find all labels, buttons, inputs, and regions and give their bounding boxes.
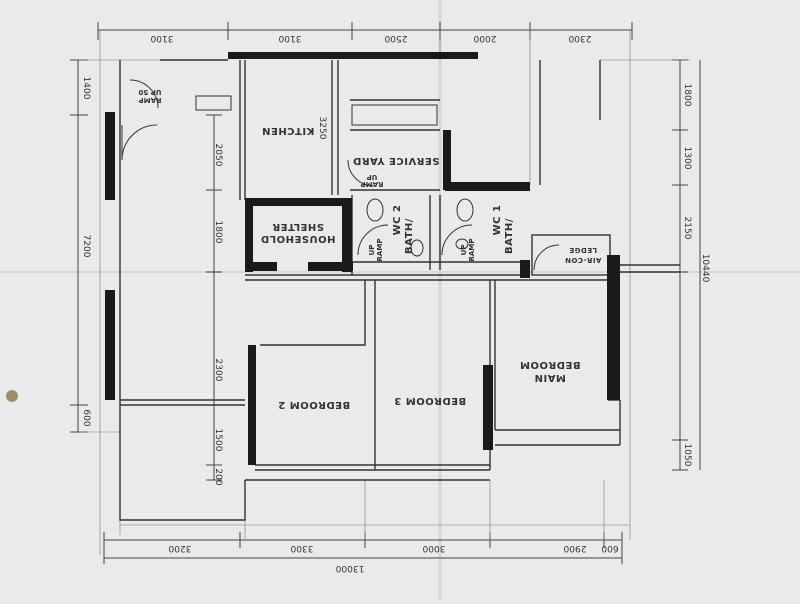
dim-left-1: 1400	[81, 77, 91, 100]
toilet-wc2	[366, 198, 384, 222]
dim-bottom-3: 3000	[422, 543, 445, 553]
room-aircon-2: LEDGE	[569, 246, 597, 254]
ramp-bath2-1: RAMP	[376, 239, 384, 262]
room-bedroom-3: BEDROOM 3	[394, 395, 466, 406]
top-dimensions: 3100 3100 2500 2000 2300	[150, 33, 591, 43]
ramp-bath1-1: RAMP	[468, 239, 476, 262]
dim-total: 13000	[335, 563, 364, 573]
dim-top-2: 3100	[278, 33, 301, 43]
dim-left-3: 600	[81, 409, 91, 426]
dim-inner-3: 2300	[213, 359, 223, 382]
dim-left-2: 7200	[81, 235, 91, 258]
dim-inner-5: 200	[213, 468, 223, 485]
room-bath-wc2-2: WC 2	[392, 205, 403, 236]
ramp-bath1-2: UP	[460, 245, 468, 256]
room-kitchen: KITCHEN	[262, 125, 315, 136]
thin-walls	[119, 59, 680, 521]
room-household-shelter-2: SHELTER	[272, 221, 324, 232]
toilet-wc1	[456, 198, 474, 222]
ramp-labels: RAMP UP 50 RAMP UP RAMP UP RAMP UP	[138, 88, 476, 261]
dim-bottom-2: 3300	[290, 543, 313, 553]
dim-top-4: 2000	[473, 33, 496, 43]
ramp-entrance-1: RAMP	[139, 96, 162, 104]
ramp-entrance-2: UP 50	[138, 88, 161, 96]
ramp-service-yard-2: UP	[367, 173, 378, 181]
fixtures	[351, 104, 474, 257]
dim-top-1: 3100	[150, 33, 173, 43]
left-dimensions: 1400 7200 600 2050 1800 2300 1500 200	[81, 77, 223, 486]
basin-wc1	[455, 238, 469, 250]
dim-right-1: 1800	[682, 84, 692, 107]
dimension-lines	[70, 22, 701, 564]
room-bath-wc2-1: BATH/	[404, 218, 415, 254]
dim-bottom-1: 3200	[168, 543, 191, 553]
ramp-service-yard-1: RAMP	[361, 180, 384, 188]
dim-right-2: 1300	[682, 147, 692, 170]
thick-walls	[105, 52, 620, 465]
dim-overall-right: 10440	[700, 254, 710, 283]
bottom-dimensions: 3200 3300 3000 2900 600 13000	[168, 543, 618, 573]
room-bedroom-2: BEDROOM 2	[278, 399, 350, 410]
dim-top-3: 2500	[384, 33, 407, 43]
room-service-yard: SERVICE YARD	[353, 155, 440, 166]
dim-top-5: 2300	[568, 33, 591, 43]
dim-kitchen: 3250	[317, 117, 327, 140]
right-dimensions: 1800 1300 2150 1050 10440 3250	[317, 84, 710, 467]
room-household-shelter-1: HOUSEHOLD	[260, 233, 335, 244]
ramp-bath2-2: UP	[368, 245, 376, 256]
room-aircon-1: AIR-CON	[565, 256, 602, 264]
punch-hole	[6, 390, 18, 402]
room-bath-wc1-2: WC 1	[492, 205, 503, 236]
dim-inner-4: 1500	[213, 429, 223, 452]
dim-right-4: 1050	[682, 444, 692, 467]
basin-wc2	[410, 239, 424, 257]
room-main-bedroom-2: BEDROOM	[520, 359, 581, 370]
dim-inner-2: 1800	[213, 221, 223, 244]
dim-right-3: 2150	[682, 217, 692, 240]
dim-inner-1: 2050	[213, 144, 223, 167]
dim-bottom-4: 2900	[563, 543, 586, 553]
room-main-bedroom-1: MAIN	[534, 372, 566, 383]
dim-bottom-5: 600	[601, 543, 618, 553]
door-swings	[121, 79, 560, 271]
room-labels: KITCHEN SERVICE YARD HOUSEHOLD SHELTER B…	[260, 125, 601, 410]
room-bath-wc1-1: BATH/	[504, 218, 515, 254]
